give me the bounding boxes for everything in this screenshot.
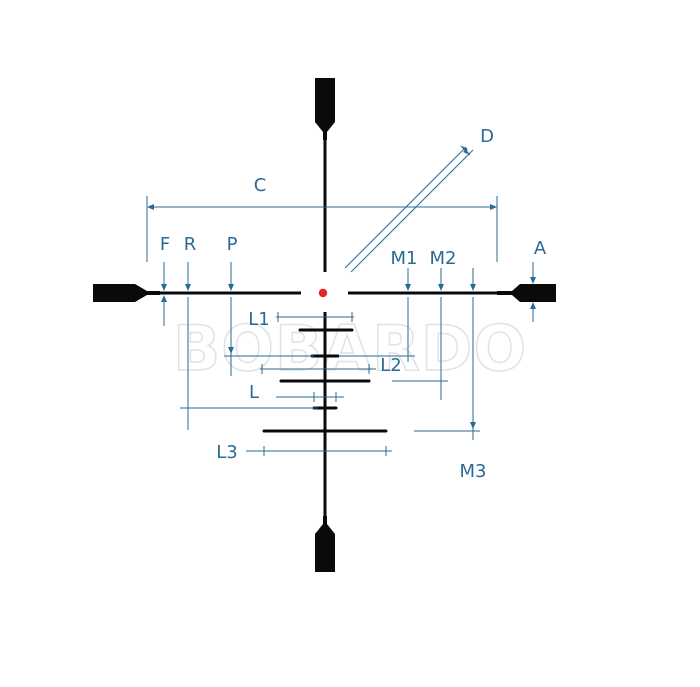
dimension-lines [146, 145, 536, 456]
dimension-l2 [260, 364, 376, 374]
dimension-labels: C D A F R P M1 M2 M3 L1 L2 L L3 [160, 126, 547, 482]
label-d: D [480, 126, 494, 147]
label-r: R [184, 234, 197, 255]
dimension-a [530, 262, 536, 322]
left-post [93, 284, 160, 302]
watermark: BOBARDO [173, 312, 527, 385]
center-dot [318, 288, 328, 298]
label-c: C [254, 175, 267, 196]
dimension-l [276, 392, 344, 402]
label-m3: M3 [460, 461, 487, 482]
dimension-r [180, 262, 318, 430]
label-p: P [227, 234, 238, 255]
dimension-c [146, 196, 498, 262]
label-a: A [534, 238, 547, 259]
label-f: F [160, 234, 170, 255]
dimension-d [344, 145, 474, 273]
top-post [315, 78, 335, 140]
label-l2: L2 [380, 355, 401, 376]
dimension-f [161, 262, 167, 326]
dimension-l1 [276, 312, 354, 322]
dimension-m2 [392, 268, 448, 400]
dimension-p [224, 262, 314, 376]
label-m2: M2 [430, 248, 457, 269]
dimension-l3 [246, 446, 392, 456]
label-m1: M1 [391, 248, 418, 269]
label-l: L [249, 382, 259, 403]
right-post [497, 284, 556, 302]
label-l1: L1 [248, 309, 269, 330]
label-l3: L3 [216, 442, 237, 463]
dimension-m3 [414, 268, 480, 440]
dimension-m1 [340, 268, 415, 362]
bottom-post [315, 516, 335, 572]
